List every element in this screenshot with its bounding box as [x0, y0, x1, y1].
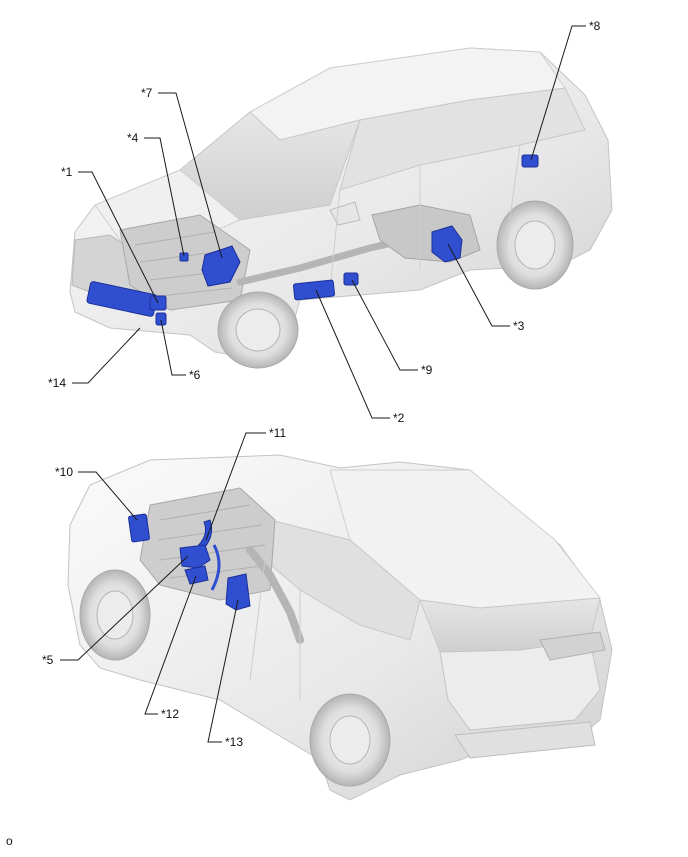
leader-9	[351, 279, 418, 371]
callout-9: *9	[421, 363, 433, 377]
component-6[interactable]	[155, 312, 167, 326]
leader-5	[60, 555, 189, 661]
component-7[interactable]	[201, 245, 241, 287]
component-8[interactable]	[521, 154, 539, 168]
component-9[interactable]	[343, 272, 359, 286]
leader-12	[144, 575, 197, 715]
leader-6	[160, 319, 186, 376]
rear-view-exhaust	[246, 546, 304, 644]
leader-14	[72, 327, 141, 384]
leader-8	[530, 25, 586, 161]
leader-10	[78, 471, 138, 521]
callout-14: *14	[48, 376, 67, 390]
callout-11: *11	[269, 426, 287, 440]
component-13[interactable]	[225, 573, 251, 611]
front-view-components	[86, 154, 539, 326]
leader-4	[144, 137, 185, 257]
callout-3: *3	[513, 319, 525, 333]
leader-3	[447, 243, 510, 327]
component-10[interactable]	[128, 513, 150, 543]
callout-5: *5	[42, 653, 54, 667]
callout-12: *12	[161, 707, 180, 721]
callout-7: *7	[141, 86, 153, 100]
leader-2	[315, 289, 390, 419]
leader-13	[207, 599, 239, 743]
callout-10: *10	[55, 465, 74, 479]
rear-vehicle-tailgate	[439, 639, 601, 731]
callout-6: *6	[189, 368, 201, 382]
component-4[interactable]	[179, 252, 189, 262]
component-2[interactable]	[292, 279, 336, 301]
callout-8: *8	[589, 19, 601, 33]
front-view-leader-lines	[72, 25, 586, 419]
leader-1	[78, 171, 159, 304]
front-vehicle-side-windows	[339, 87, 586, 191]
rear-view-components	[128, 513, 251, 611]
rear-view-leader-lines	[60, 432, 266, 743]
figure-footer-mark: o	[6, 834, 13, 848]
component-5[interactable]	[179, 544, 211, 569]
callout-4: *4	[127, 131, 139, 145]
vehicle-rear-view	[67, 454, 613, 801]
leader-7	[158, 92, 223, 259]
callout-13: *13	[225, 735, 244, 749]
callout-2: *2	[393, 411, 405, 425]
leader-11	[205, 432, 266, 541]
callout-1: *1	[61, 165, 73, 179]
component-3[interactable]	[431, 225, 463, 263]
component-12[interactable]	[184, 565, 209, 585]
